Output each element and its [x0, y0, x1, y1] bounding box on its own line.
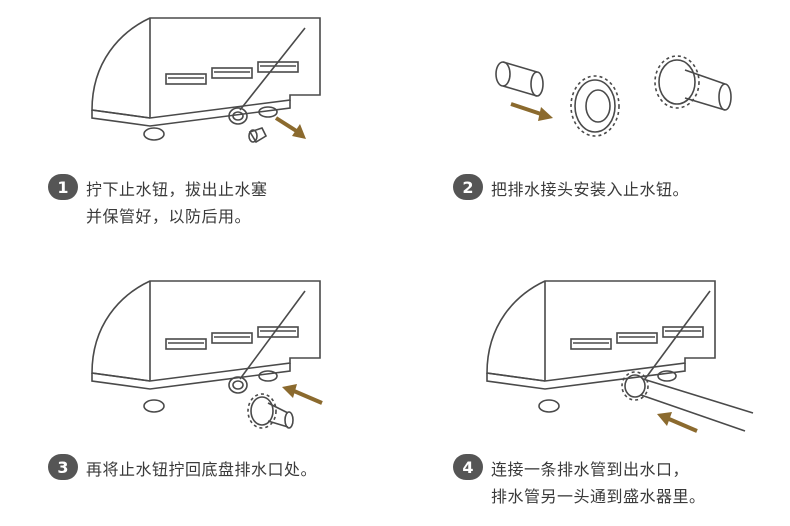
- step-1: 1 拧下止水钮，拔出止水塞 并保管好，以防后用。: [48, 174, 268, 230]
- step-4-panel: 4 连接一条排水管到出水口， 排水管另一头通到盛水器里。: [395, 263, 790, 526]
- step-4-badge: 4: [453, 454, 483, 480]
- step-1-line-2: 并保管好，以防后用。: [86, 207, 252, 226]
- step-3-illustration: [91, 280, 323, 429]
- step-1-illustration: [91, 17, 321, 144]
- step-4-line-1: 连接一条排水管到出水口，: [491, 460, 690, 479]
- step-3: 3 再将止水钮拧回底盘排水口处。: [48, 454, 318, 483]
- step-3-line-1: 再将止水钮拧回底盘排水口处。: [86, 460, 318, 479]
- step-2: 2 把排水接头安装入止水钮。: [453, 174, 690, 203]
- step-2-badge: 2: [453, 174, 483, 200]
- step-4: 4 连接一条排水管到出水口， 排水管另一头通到盛水器里。: [453, 454, 706, 510]
- step-2-line-1: 把排水接头安装入止水钮。: [491, 180, 690, 199]
- step-3-badge: 3: [48, 454, 78, 480]
- step-1-badge: 1: [48, 174, 78, 200]
- step-1-panel: 1 拧下止水钮，拔出止水塞 并保管好，以防后用。: [0, 0, 395, 263]
- step-2-illustration: [495, 55, 732, 137]
- step-2-panel: 2 把排水接头安装入止水钮。: [395, 0, 790, 263]
- step-4-illustration: [486, 280, 754, 433]
- step-4-line-2: 排水管另一头通到盛水器里。: [491, 487, 706, 506]
- step-1-line-1: 拧下止水钮，拔出止水塞: [86, 180, 268, 199]
- step-3-panel: 3 再将止水钮拧回底盘排水口处。: [0, 263, 395, 526]
